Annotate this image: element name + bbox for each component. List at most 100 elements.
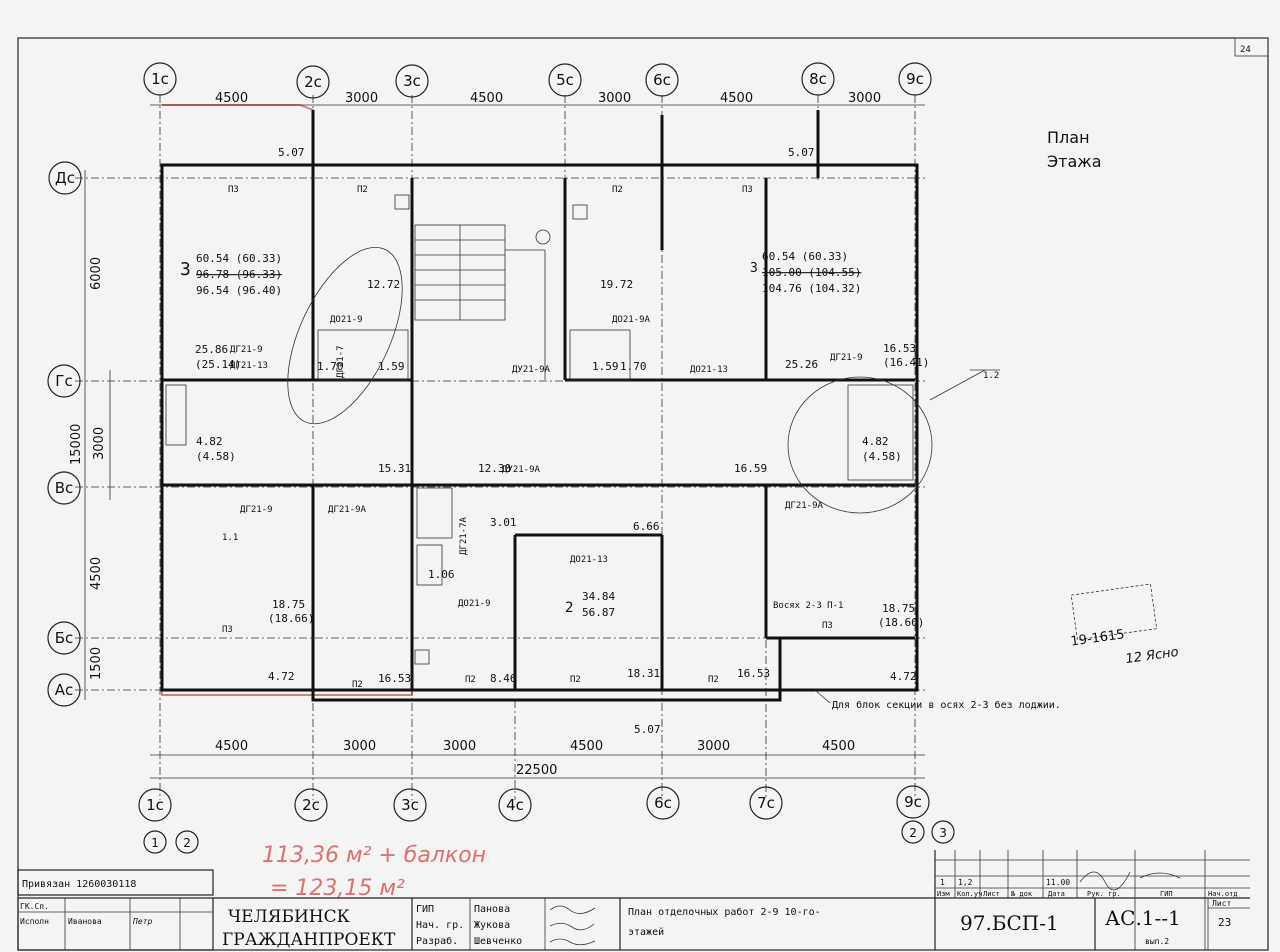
project-code: 97.БСП-1 bbox=[960, 911, 1059, 935]
drawing-label: 104.76 (104.32) bbox=[762, 282, 861, 295]
drawing-mark bbox=[412, 636, 782, 702]
drawing-label: 4.72 bbox=[268, 670, 295, 683]
drawing-label: ДГ21-7А bbox=[459, 516, 469, 555]
drawing-label: (25.14) bbox=[195, 358, 241, 371]
drawing-mark bbox=[416, 487, 453, 539]
drawing-mark bbox=[17, 869, 214, 896]
drawing-mark: 2 bbox=[901, 820, 925, 844]
drawing-mark bbox=[569, 329, 631, 381]
drawing-mark: 1с bbox=[143, 62, 177, 96]
drawing-label: 6.66 bbox=[633, 520, 660, 533]
drawing-label: 11.00 bbox=[1046, 878, 1070, 887]
handwritten-area-1: 113,36 м² + балкон bbox=[262, 843, 486, 868]
drawing-label: Изм bbox=[937, 890, 950, 898]
drawing-mark bbox=[414, 649, 430, 665]
drawing-label: Нач. гр. bbox=[416, 920, 464, 931]
drawing-mark bbox=[317, 329, 409, 381]
drawing-label: 12.30 bbox=[478, 462, 511, 475]
drawing-label: 9с bbox=[906, 70, 924, 88]
drawing-label: (18.66) bbox=[878, 616, 924, 629]
drawing-mark bbox=[160, 163, 919, 692]
drawing-label: 3с bbox=[403, 72, 421, 90]
drawing-mark bbox=[498, 788, 532, 822]
drawing-mark bbox=[896, 785, 930, 819]
drawing-mark bbox=[393, 788, 427, 822]
drawing-label: 3000 bbox=[848, 91, 881, 106]
drawing-label: 96.54 (96.40) bbox=[196, 284, 282, 297]
drawing-label: Разраб. bbox=[416, 935, 458, 947]
drawing-label: 1с bbox=[146, 796, 164, 814]
drawing-label: ДГ21-9 bbox=[240, 505, 273, 515]
drawing-mark: 3 bbox=[931, 820, 955, 844]
drawing-mark: Ас bbox=[47, 673, 81, 707]
drawing-label: 1.06 bbox=[428, 568, 455, 581]
org-name-2: ГРАЖДАНПРОЕКТ bbox=[222, 930, 396, 950]
drawing-label: 1.70 bbox=[317, 360, 344, 373]
callout-2: 1.2 bbox=[983, 371, 999, 381]
drawing-mark: 1 bbox=[143, 830, 167, 854]
drawing-mark: Бс bbox=[47, 621, 81, 655]
drawing-mark bbox=[931, 820, 955, 844]
callout-1: 1.1 bbox=[222, 533, 238, 543]
drawing-label: 4500 bbox=[215, 91, 248, 106]
drawing-label: 8с bbox=[809, 70, 827, 88]
drawing-label: 34.84 bbox=[582, 590, 615, 603]
drawing-label: 4500 bbox=[215, 739, 248, 754]
drawing-label: 6с bbox=[654, 794, 672, 812]
drawing-label: ДГ21-9А bbox=[328, 505, 367, 515]
drawing-mark: Дс bbox=[48, 161, 82, 195]
drawing-mark bbox=[1079, 871, 1181, 891]
drawing-label: Лист bbox=[1212, 899, 1231, 908]
drawing-mark: 6с bbox=[645, 63, 679, 97]
drawing-label: 5.07 bbox=[278, 146, 305, 159]
drawing-label: 4с bbox=[506, 796, 524, 814]
drawing-label: Жукова bbox=[474, 920, 510, 931]
drawing-label: ДО21-13 bbox=[690, 365, 728, 375]
drawing-label: 1.59 bbox=[378, 360, 405, 373]
drawing-label: Дата bbox=[1048, 890, 1065, 898]
drawing-label: 2 bbox=[565, 600, 573, 616]
drawing-label: Ас bbox=[55, 681, 74, 699]
drawing-mark bbox=[898, 62, 932, 96]
drawing-label: (16.41) bbox=[883, 356, 929, 369]
drawing-mark bbox=[847, 384, 914, 481]
drawing-label: 1.59 bbox=[592, 360, 619, 373]
drawing-label: Лист bbox=[983, 890, 1000, 898]
drawing-label: 6с bbox=[653, 71, 671, 89]
drawing-mark: 9с bbox=[898, 62, 932, 96]
drawing-label: 1с bbox=[151, 70, 169, 88]
drawing-label: П3 bbox=[222, 625, 233, 635]
drawing-mark bbox=[394, 194, 410, 210]
drawing-label: ДУ21-9А bbox=[502, 465, 541, 475]
drawing-label: ДО21-9А bbox=[612, 315, 651, 325]
drawing-mark bbox=[535, 229, 551, 245]
axis-bubbles-rows: Дс Гс Вс Бс Ас bbox=[47, 161, 82, 707]
drawing-label: ДГ21-9 bbox=[230, 345, 263, 355]
drawing-mark bbox=[175, 830, 199, 854]
drawing-label: 1,2 bbox=[958, 878, 973, 887]
drawing-label: ДО21-9 bbox=[458, 599, 491, 609]
callout-ellipse-right bbox=[787, 376, 933, 514]
drawing-label: 105.00 (104.55) bbox=[762, 266, 861, 279]
axis-bubbles-bottom: 1с 2с 3с 4с 6с 7с 9с bbox=[138, 785, 930, 822]
drawing-frame bbox=[17, 37, 1269, 951]
drawing-mark: 8с bbox=[801, 62, 835, 96]
drawing-label: Нач.отд bbox=[1208, 890, 1238, 898]
drawing-label: 6000 bbox=[89, 257, 104, 290]
drawing-label: 5с bbox=[556, 71, 574, 89]
drawing-label: 56.87 bbox=[582, 606, 615, 619]
drawing-label: 1500 bbox=[89, 647, 104, 680]
drawing-label: (4.58) bbox=[862, 450, 902, 463]
drawing-label: Рук. гр. bbox=[1087, 890, 1121, 898]
drawing-label: 18.75 bbox=[882, 602, 915, 615]
org-name-1: ЧЕЛЯБИНСК bbox=[228, 907, 350, 927]
drawing-mark: 4с bbox=[498, 788, 532, 822]
drawing-label: 3 bbox=[180, 259, 191, 280]
drawing-mark bbox=[646, 786, 680, 820]
drawing-mark bbox=[48, 161, 82, 195]
dims-left: 6000 15000 3000 4500 1500 bbox=[69, 257, 107, 680]
drawing-mark bbox=[645, 63, 679, 97]
drawing-label: ДГ21-9 bbox=[830, 353, 863, 363]
drawing-mark: 3с bbox=[393, 788, 427, 822]
